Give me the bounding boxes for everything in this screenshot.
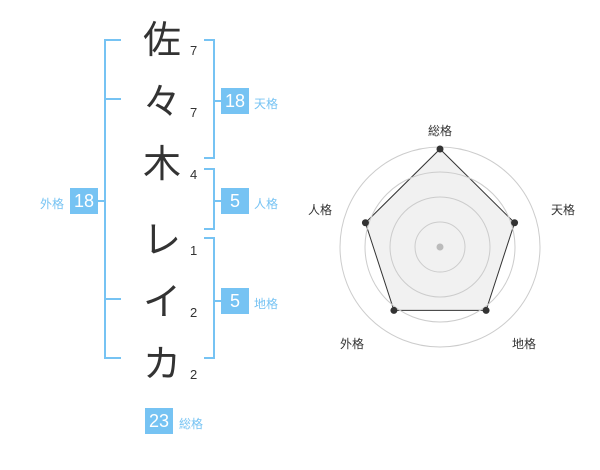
jinkaku-bracket [204, 168, 215, 230]
radar-axis-label-tenkaku: 天格 [551, 203, 576, 217]
name-char-3: 木 [142, 142, 181, 186]
name-char-2: 々 [142, 80, 181, 124]
name-char-6: カ [142, 342, 181, 386]
radar-grid-ring-overlay [364, 171, 516, 323]
stroke-count-2: 7 [190, 105, 198, 120]
jinkaku-label: 人格 [254, 197, 279, 211]
gaikaku-bracket [104, 39, 121, 359]
radar-axis-label-chikaku: 地格 [512, 337, 537, 351]
stroke-count-1: 7 [190, 43, 198, 58]
radar-center-dot [436, 243, 444, 251]
radar-point-1 [436, 145, 444, 153]
soukaku-badge: 23 [145, 408, 173, 434]
gaikaku-badge: 18 [70, 188, 98, 214]
name-char-5: イ [142, 280, 181, 324]
radar-point-5 [361, 219, 369, 227]
stroke-count-6: 2 [190, 367, 198, 382]
jinkaku-badge: 5 [221, 188, 249, 214]
radar-point-2 [511, 219, 519, 227]
radar-axis-label-soukaku: 総格 [428, 124, 453, 138]
chikaku-bracket [204, 237, 215, 359]
tenkaku-label: 天格 [254, 97, 279, 111]
gaikaku-label: 外格 [40, 197, 65, 211]
radar-axis-label-gaikaku: 外格 [340, 337, 365, 351]
name-char-1: 佐 [142, 18, 181, 62]
radar-point-4 [390, 306, 398, 314]
radar-axis-label-jinkaku: 人格 [308, 203, 333, 217]
chikaku-badge: 5 [221, 288, 249, 314]
radar-point-3 [482, 306, 490, 314]
radar-series-polygon [364, 148, 516, 311]
soukaku-label: 総格 [179, 417, 204, 431]
name-char-4: レ [142, 218, 181, 262]
stroke-count-4: 1 [190, 243, 198, 258]
tenkaku-badge: 18 [221, 88, 249, 114]
stroke-count-5: 2 [190, 305, 198, 320]
radar-grid-ring-overlay [414, 221, 466, 273]
chikaku-label: 地格 [254, 297, 279, 311]
radar-grid-ring-overlay [389, 196, 491, 298]
tenkaku-bracket [204, 39, 215, 159]
stroke-count-3: 4 [190, 167, 198, 182]
